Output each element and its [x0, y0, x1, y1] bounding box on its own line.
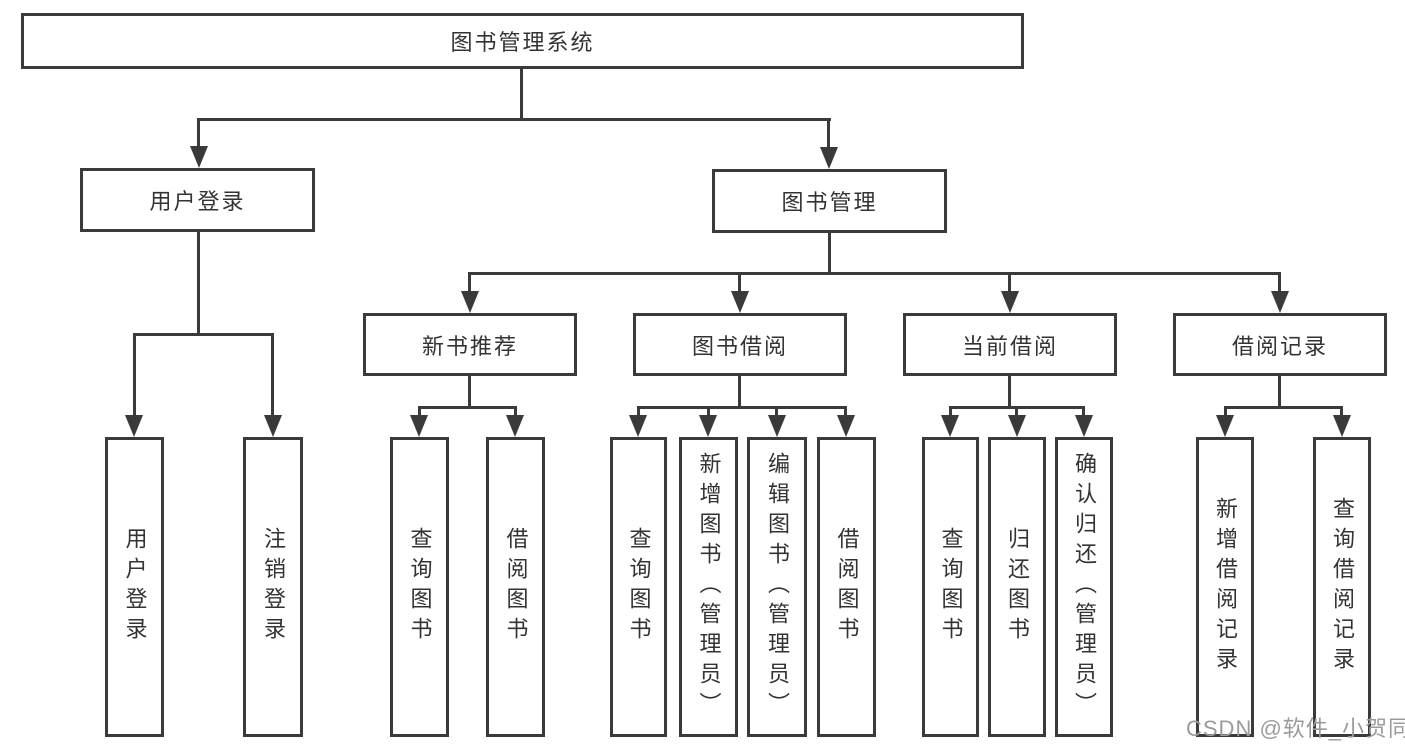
connector-leaf-stem	[1224, 406, 1227, 417]
leaf-label: 归还图书	[1005, 527, 1030, 647]
arrowhead-leaf	[410, 415, 428, 437]
leaf-current-return-books: 归还图书	[988, 437, 1046, 737]
connector-user-login-stem	[197, 232, 200, 334]
arrowhead-leaf-logout	[264, 415, 282, 437]
arrowhead-user-login	[190, 146, 208, 168]
arrowhead-recommendation	[461, 291, 479, 313]
arrowhead-leaf	[699, 415, 717, 437]
connector-borrowing-stem	[738, 376, 741, 407]
connector-leaf-stem	[707, 406, 710, 417]
node-new-book-recommendation: 新书推荐	[363, 313, 577, 376]
node-label: 图书管理系统	[450, 30, 595, 55]
arrowhead-records	[1271, 291, 1289, 313]
leaf-label: 查询借阅记录	[1330, 497, 1355, 677]
connector-level3-rail	[469, 272, 1281, 275]
node-current-borrowing: 当前借阅	[903, 313, 1117, 376]
node-user-login: 用户登录	[80, 168, 315, 232]
arrowhead-leaf	[941, 415, 959, 437]
node-book-management: 图书管理	[712, 169, 947, 233]
arrowhead-leaf	[1216, 415, 1234, 437]
connector-recommendation-rail	[418, 406, 517, 409]
node-borrowing-records: 借阅记录	[1173, 313, 1387, 376]
node-label: 当前借阅	[961, 333, 1058, 359]
leaf-borrow-edit-books-admin: 编辑图书（管理员）	[747, 437, 807, 737]
arrowhead-leaf	[1333, 415, 1351, 437]
node-label: 图书管理	[781, 190, 878, 215]
leaf-borrow-add-books-admin: 新增图书（管理员）	[679, 437, 738, 737]
leaf-recommend-borrow-books: 借阅图书	[486, 437, 545, 737]
connector-to-leaf-user-login	[133, 333, 136, 417]
node-label: 图书借阅	[691, 333, 788, 359]
connector-to-records	[1278, 272, 1281, 293]
leaf-label: 新增借阅记录	[1213, 497, 1238, 677]
connector-book-management-stem	[828, 233, 831, 273]
leaf-label: 查询图书	[626, 527, 652, 647]
arrowhead-current	[1001, 291, 1019, 313]
connector-recommendation-stem	[468, 376, 471, 407]
arrowhead-leaf	[768, 415, 786, 437]
connector-to-borrowing	[738, 272, 741, 293]
leaf-logout: 注销登录	[243, 437, 303, 737]
node-label: 新书推荐	[421, 333, 518, 359]
connector-to-leaf-logout	[271, 333, 274, 417]
leaf-label: 借阅图书	[503, 527, 529, 647]
connector-root-stem	[520, 69, 523, 118]
leaf-label: 编辑图书（管理员）	[765, 452, 790, 722]
watermark: CSDN @软件_小贺同学	[1186, 716, 1405, 741]
connector-leaf-stem	[637, 406, 640, 417]
connector-to-current	[1008, 272, 1011, 293]
leaf-label: 用户登录	[122, 527, 148, 647]
leaf-current-confirm-return-admin: 确认归还（管理员）	[1055, 437, 1113, 737]
node-book-borrowing: 图书借阅	[633, 313, 847, 376]
arrowhead-leaf	[837, 415, 855, 437]
leaf-user-login: 用户登录	[105, 437, 164, 737]
arrowhead-leaf-user-login	[125, 415, 143, 437]
arrowhead-leaf	[506, 415, 524, 437]
arrowhead-leaf	[1008, 415, 1026, 437]
connector-leaf-stem	[1340, 406, 1343, 417]
arrowhead-leaf	[629, 415, 647, 437]
arrowhead-book-management	[820, 147, 838, 169]
connector-to-book-management	[827, 118, 830, 149]
connector-leaf-stem	[1015, 406, 1018, 417]
leaf-records-add-record: 新增借阅记录	[1196, 437, 1254, 737]
leaf-label: 注销登录	[261, 527, 286, 647]
connector-user-login-rail	[133, 333, 274, 336]
leaf-label: 借阅图书	[834, 527, 860, 647]
leaf-label: 确认归还（管理员）	[1072, 452, 1097, 722]
leaf-label: 新增图书（管理员）	[696, 452, 722, 722]
leaf-label: 查询图书	[407, 527, 433, 647]
connector-current-stem	[1008, 376, 1011, 407]
node-library-management-system: 图书管理系统	[21, 13, 1024, 69]
connector-records-stem	[1278, 376, 1281, 407]
connector-leaf-stem	[418, 406, 421, 417]
connector-leaf-stem	[775, 406, 778, 417]
arrowhead-borrowing	[731, 291, 749, 313]
connector-to-user-login	[197, 118, 200, 148]
leaf-recommend-query-books: 查询图书	[390, 437, 449, 737]
leaf-label: 查询图书	[938, 527, 964, 647]
connector-leaf-stem	[949, 406, 952, 417]
connector-leaf-stem	[844, 406, 847, 417]
connector-leaf-stem	[514, 406, 517, 417]
arrowhead-leaf	[1075, 415, 1093, 437]
leaf-current-query-books: 查询图书	[922, 437, 979, 737]
leaf-borrow-query-books: 查询图书	[610, 437, 667, 737]
connector-records-rail	[1224, 406, 1343, 409]
leaf-borrow-borrow-books: 借阅图书	[817, 437, 876, 737]
node-label: 借阅记录	[1231, 333, 1328, 359]
connector-to-recommendation	[468, 272, 471, 293]
connector-borrowing-rail	[637, 406, 847, 409]
connector-leaf-stem	[1082, 406, 1085, 417]
node-label: 用户登录	[149, 189, 246, 214]
connector-root-rail	[197, 118, 831, 121]
leaf-records-query-record: 查询借阅记录	[1313, 437, 1371, 737]
